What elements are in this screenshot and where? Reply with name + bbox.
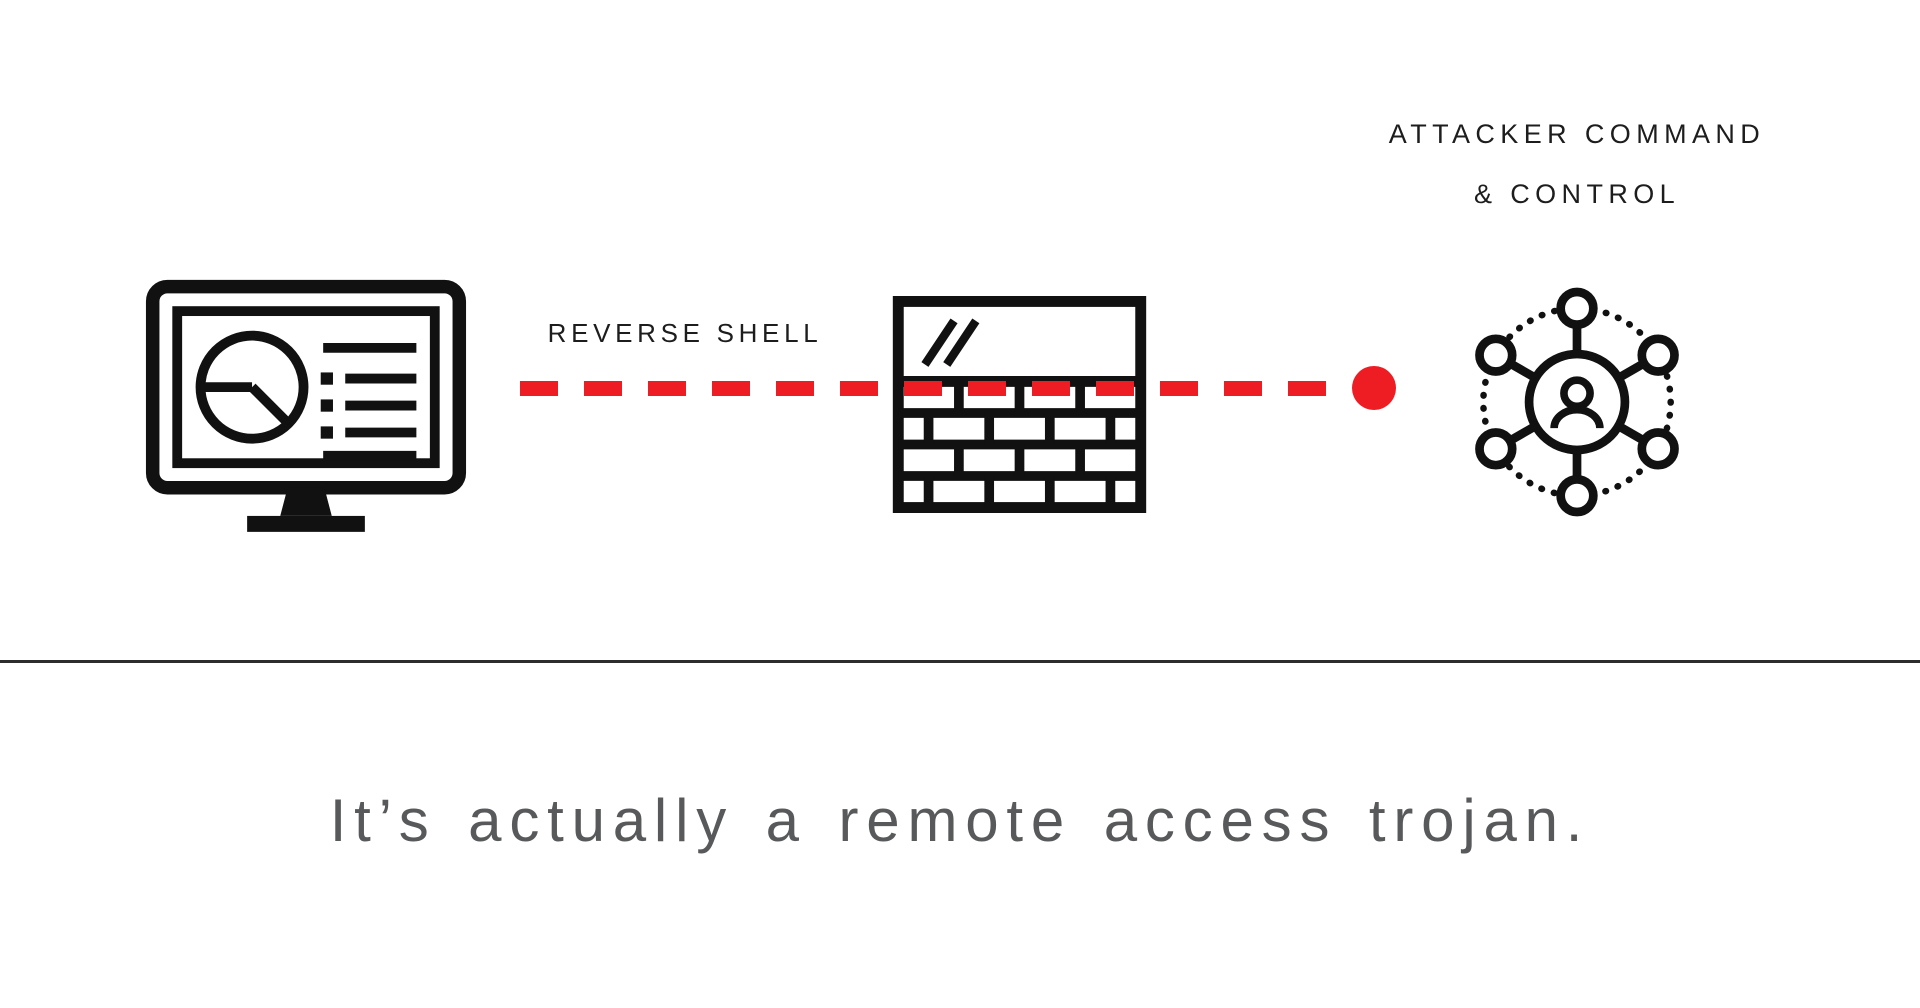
connection-endpoint-dot (1352, 366, 1396, 410)
reverse-shell-dashed-line (520, 381, 1338, 396)
caption-text: It’s actually a remote access trojan. (329, 787, 1591, 854)
brick-pattern (898, 381, 1141, 508)
pie-chart-glyph (195, 330, 309, 444)
firewall-icon (892, 296, 1147, 513)
attacker-label-line2: & CONTROL (1473, 179, 1681, 209)
text-lines-glyph (320, 343, 417, 461)
attacker-label-line1: ATTACKER COMMAND (1388, 119, 1766, 149)
spokes (1507, 324, 1647, 480)
attacker-command-control-label: ATTACKER COMMAND & CONTROL (1327, 104, 1827, 224)
slash-glyph (921, 318, 980, 367)
divider-line (0, 660, 1920, 663)
victim-computer-icon (145, 279, 467, 532)
monitor-stand (247, 487, 365, 532)
network-nodes (1475, 287, 1679, 517)
attacker-command-control-network-icon (1475, 287, 1679, 517)
reverse-shell-label: REVERSE SHELL (547, 318, 823, 348)
attacker-person-glyph (1524, 349, 1630, 455)
